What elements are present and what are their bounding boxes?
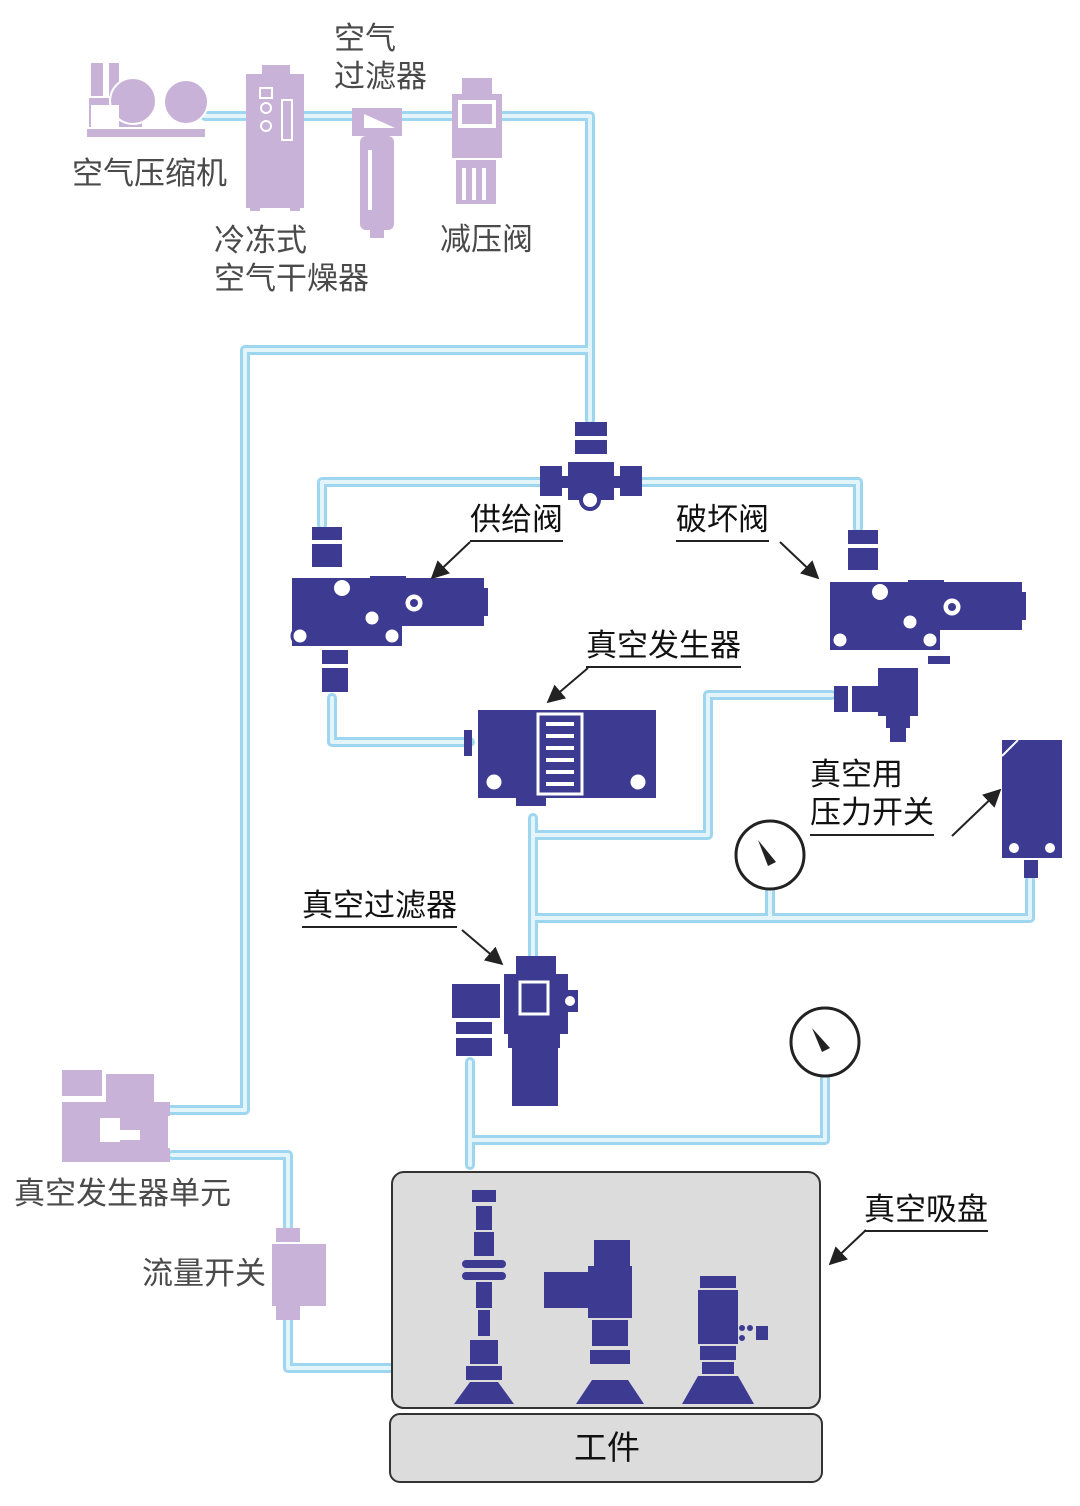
- flow-switch-body: [272, 1228, 326, 1320]
- air-filter-label-line2: 过滤器: [334, 59, 427, 95]
- workpiece-box: [389, 1413, 823, 1483]
- dryer-label-line2: 空气干燥器: [214, 261, 369, 297]
- vacuum-generator-body: [464, 710, 656, 806]
- compressor-label: 空气压缩机: [72, 156, 227, 192]
- workpiece-label: 工件: [574, 1428, 640, 1467]
- supply-valve-body: [290, 527, 488, 692]
- regulator-label: 减压阀: [440, 222, 533, 258]
- vacuum-pad-icon: [682, 1276, 768, 1404]
- refrigerated-air-dryer: [246, 65, 304, 211]
- dryer-label: 冷冻式 空气干燥器: [214, 222, 369, 298]
- supply-valve-label: 供给阀: [470, 502, 563, 542]
- vacuum-pipes: [167, 690, 1035, 1373]
- air-supply-pipes: [163, 111, 863, 1115]
- vacuum-unit-label: 真空发生器单元: [14, 1176, 231, 1212]
- pressure-gauge-icon: [789, 1006, 861, 1078]
- vacuum-pressure-switch-body: [1001, 739, 1062, 878]
- air-filter-label: 空气 过滤器: [334, 20, 427, 96]
- vacuum-switch-label-line2: 压力开关: [810, 794, 934, 836]
- flow-switch-label: 流量开关: [142, 1256, 266, 1292]
- air-compressor: [85, 61, 209, 139]
- air-filter-label-line1: 空气: [334, 21, 396, 57]
- leader-arrows: [430, 541, 1002, 1266]
- vacuum-generator-label: 真空发生器: [586, 628, 741, 668]
- dryer-label-line1: 冷冻式: [214, 223, 307, 259]
- release-valve-label: 破坏阀: [676, 502, 769, 542]
- vacuum-filter-body: [452, 956, 578, 1106]
- vacuum-pad-label: 真空吸盘: [864, 1192, 988, 1232]
- vacuum-filter-label: 真空过滤器: [302, 888, 457, 928]
- vacuum-switch-label: 真空用 压力开关: [810, 756, 934, 836]
- manifold-fitting: [540, 422, 642, 511]
- vacuum-pad-icon: [454, 1190, 514, 1404]
- release-valve-body: [830, 530, 1026, 742]
- vacuum-pad-icon: [544, 1240, 644, 1404]
- pressure-reducing-valve: [452, 78, 502, 204]
- pressure-gauge-icon: [734, 819, 806, 891]
- air-filter: [352, 108, 402, 238]
- vacuum-generator-unit-body: [62, 1070, 170, 1162]
- vacuum-switch-label-line1: 真空用: [810, 757, 903, 793]
